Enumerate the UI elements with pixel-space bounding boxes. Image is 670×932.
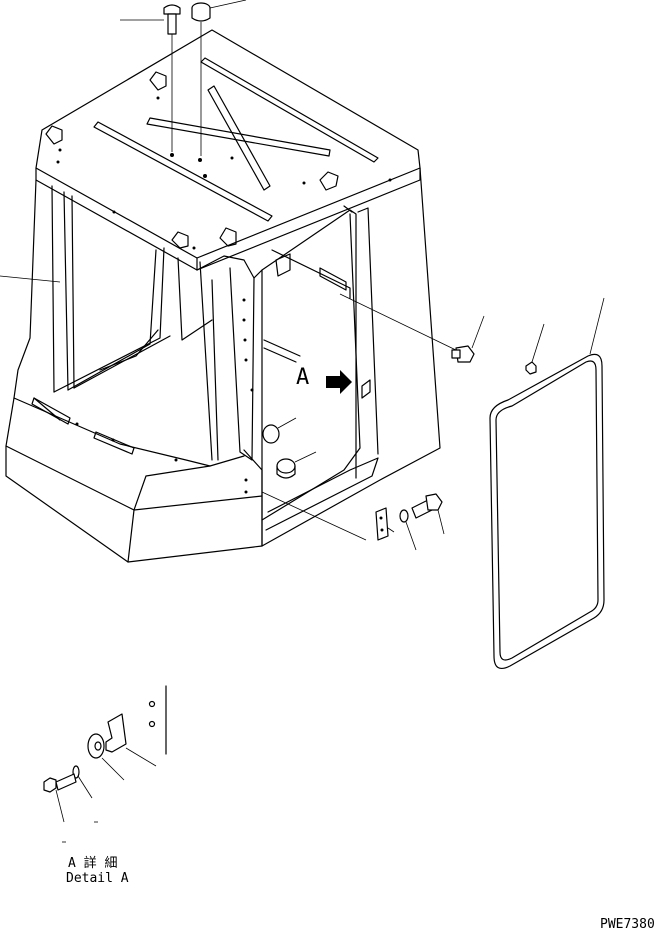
cab-door-opening: [253, 167, 441, 547]
seal-joint: [525, 323, 545, 375]
roof-cap: [191, 0, 247, 156]
detail-a: [43, 685, 167, 843]
detail-caption-en: Detail A: [66, 871, 129, 886]
roof-bolt: [120, 4, 181, 152]
detail-caption-jp: A 詳 細: [68, 856, 118, 871]
view-label-a: A: [296, 365, 310, 390]
grommet: [262, 417, 297, 444]
leader-line: [0, 275, 61, 283]
cab-front-frame: [13, 179, 219, 461]
drawing-code: PWE7380: [600, 917, 655, 932]
plug: [276, 451, 317, 479]
side-bolt: [339, 293, 485, 363]
window-seal: [489, 297, 605, 669]
cab-roof: [35, 29, 421, 271]
door-catch-parts: [261, 491, 445, 551]
view-arrow-a: [326, 370, 352, 394]
